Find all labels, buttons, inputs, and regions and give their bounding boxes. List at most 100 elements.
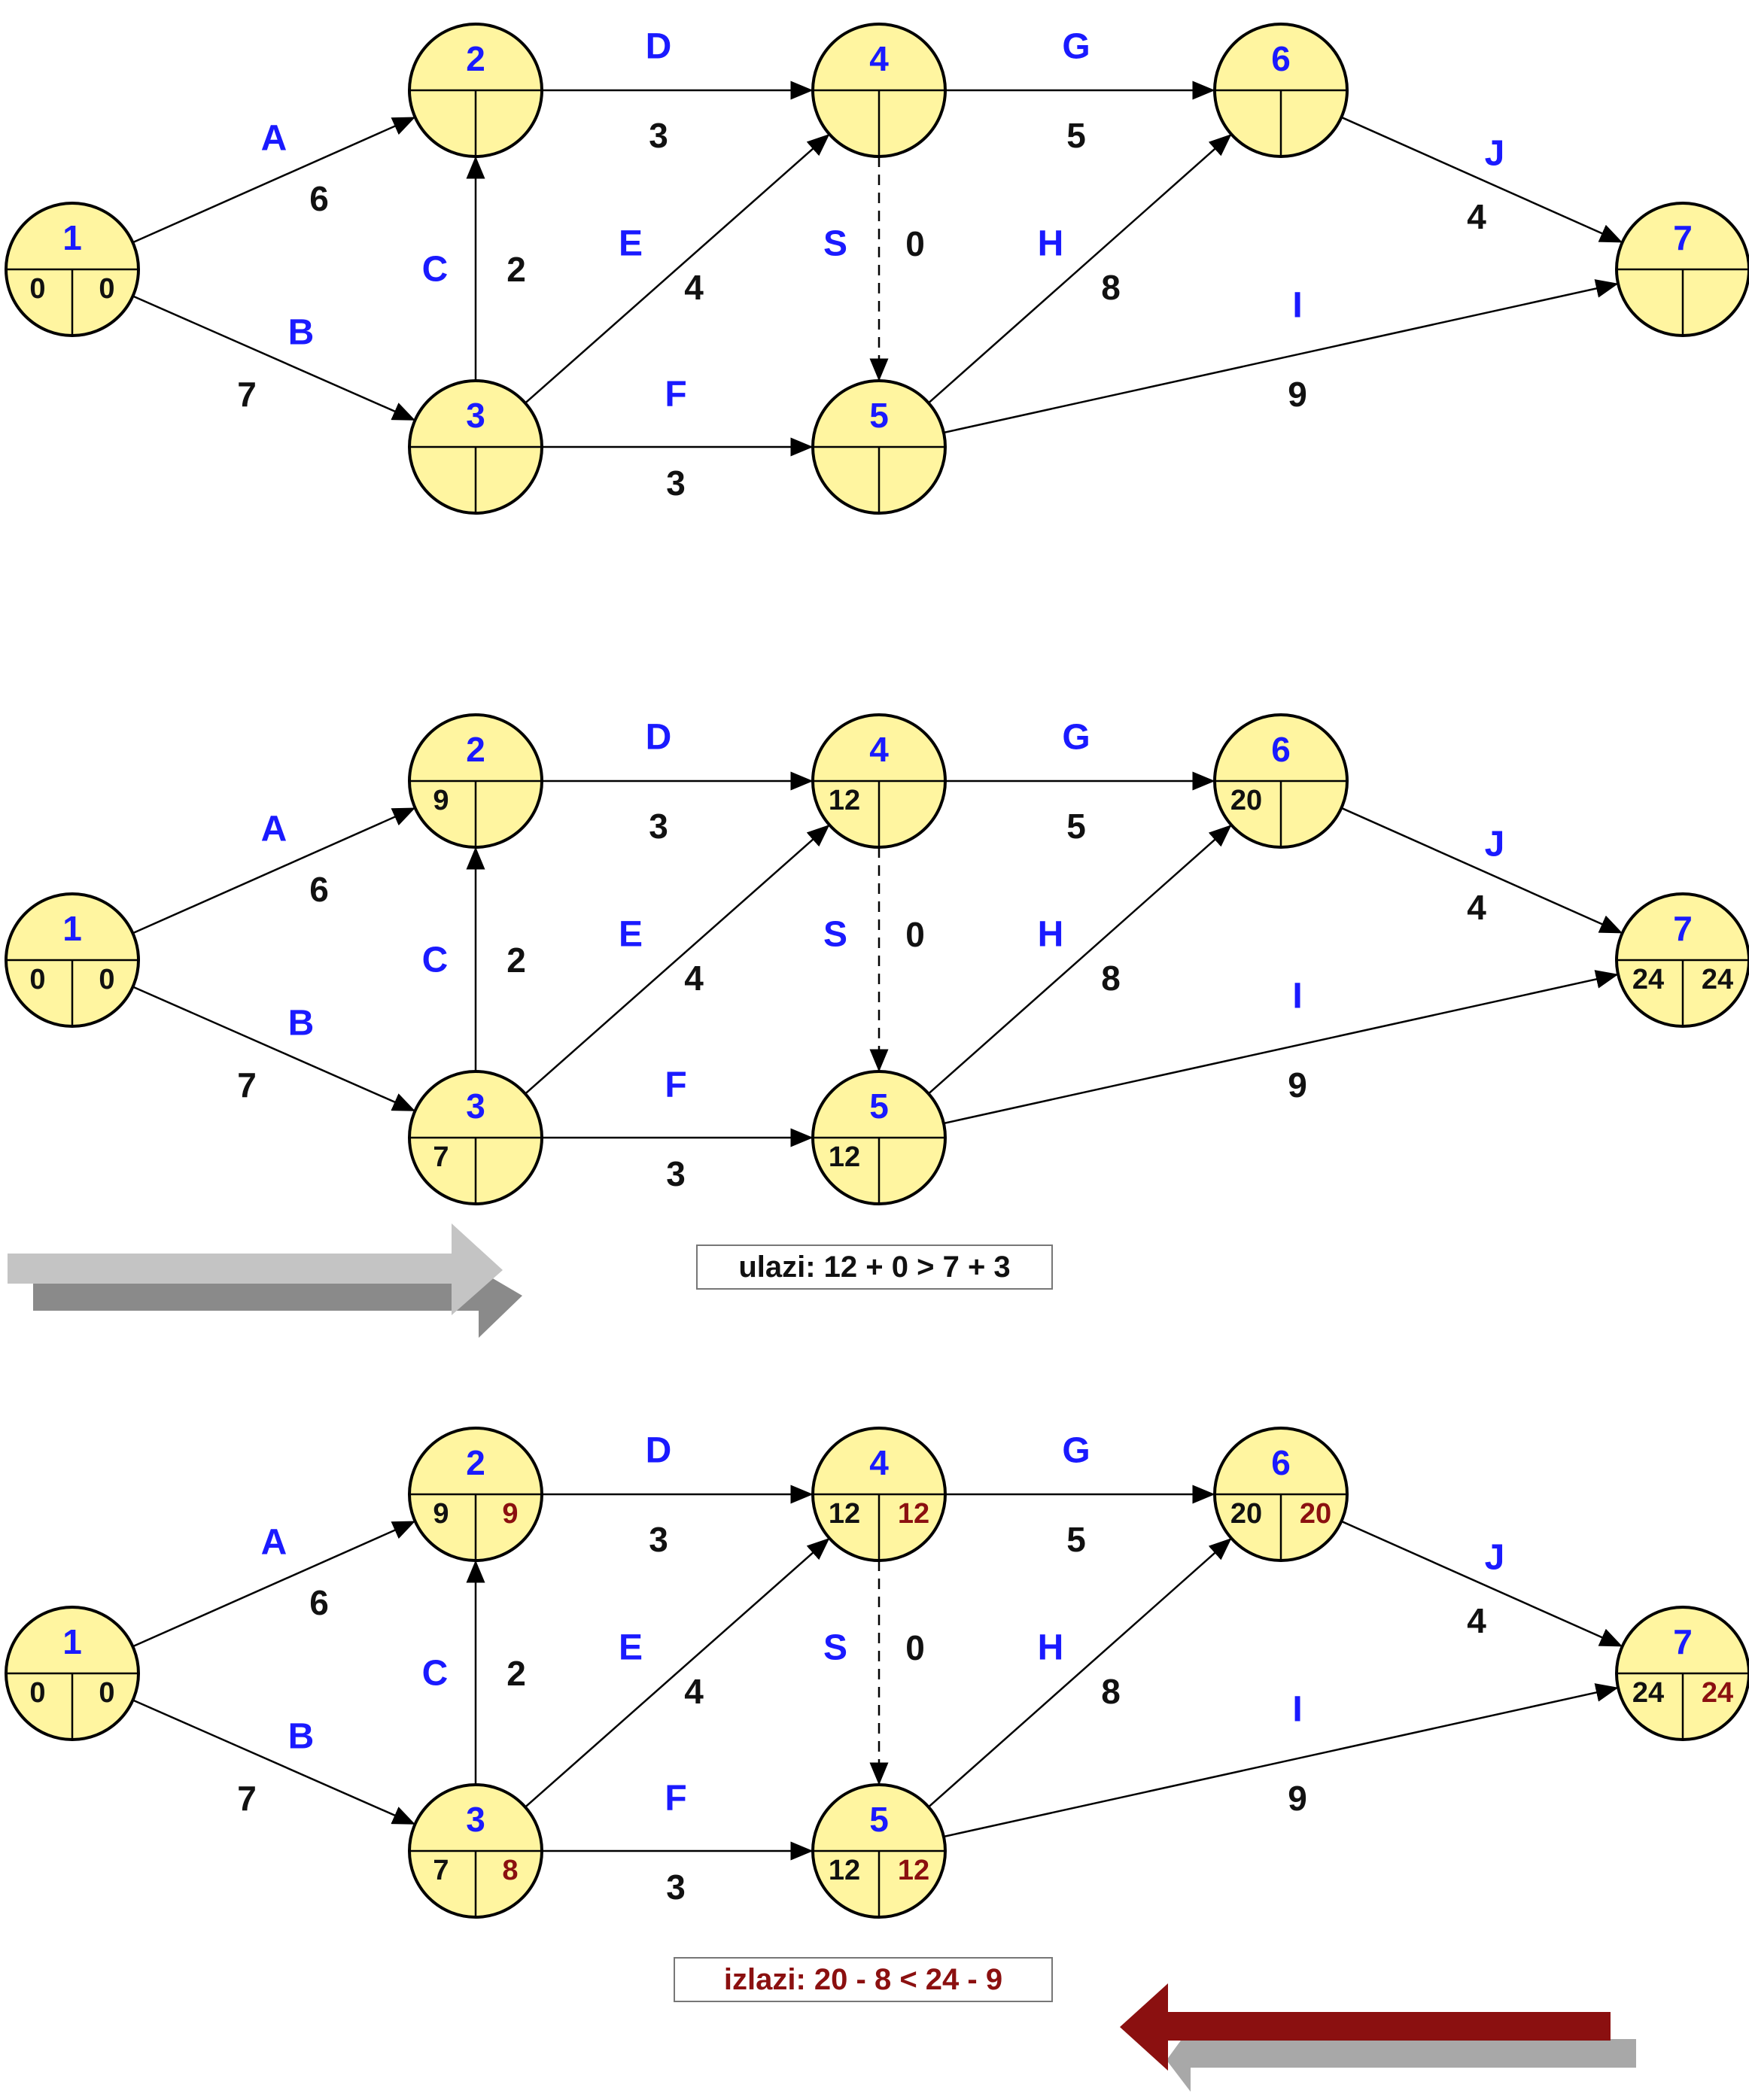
activity-J-label: J [1485,134,1505,174]
activity-C-duration: 2 [506,941,526,980]
activity-S-duration: 0 [905,1628,925,1667]
activity-C-duration: 2 [506,250,526,289]
event-node-2: 29 [408,713,543,849]
activity-G-duration: 5 [1066,116,1086,155]
event-late-time: 8 [502,1855,518,1886]
backward-arrow-shadow-bar [1191,2041,1636,2068]
event-early-time: 0 [29,1677,45,1709]
event-early-time: 12 [829,1498,860,1530]
event-node-number: 2 [466,39,485,78]
activity-A-duration: 6 [309,1583,329,1622]
activity-H-arrow [927,1538,1232,1808]
activity-D-duration: 3 [649,116,668,155]
event-late-time: 20 [1300,1498,1331,1530]
activity-D-duration: 3 [649,1520,668,1559]
forward-arrow-shadow [33,1270,522,1338]
event-early-time: 9 [433,1498,449,1530]
event-node-number: 6 [1271,730,1291,769]
activity-D-label: D [646,1431,672,1471]
event-node-4: 4 [811,23,947,158]
backward-pass-arrow-icon [1120,1983,1636,2092]
activity-B-label: B [288,313,315,353]
event-early-time: 12 [829,1855,860,1886]
event-late-time: 9 [502,1498,518,1530]
event-node-number: 6 [1271,39,1291,78]
event-node-number: 5 [869,1086,889,1126]
activity-B-arrow [132,1699,415,1825]
rule-note-box [696,1245,1053,1290]
activity-F-duration: 3 [666,1868,686,1907]
activity-I-duration: 9 [1288,1779,1307,1818]
activity-H-duration: 8 [1101,1672,1121,1711]
activity-B-arrow [132,986,415,1111]
activity-E-duration: 4 [684,268,704,307]
event-early-time: 0 [29,964,45,995]
event-node-number: 1 [62,218,82,257]
activity-I-duration: 9 [1288,1065,1307,1105]
activity-A-label: A [261,1523,287,1563]
activity-I-label: I [1292,1690,1302,1730]
event-node-6: 620 [1213,713,1349,849]
activity-J-label: J [1485,825,1505,865]
event-node-1: 10 0 [5,1606,140,1741]
event-late-time: 0 [99,964,114,995]
event-node-5: 5 [811,379,947,515]
activity-G-duration: 5 [1066,807,1086,846]
event-node-number: 4 [869,730,889,769]
activity-H-duration: 8 [1101,959,1121,998]
activity-A-duration: 6 [309,179,329,218]
activity-A-duration: 6 [309,870,329,909]
activity-S-label: S [823,915,847,955]
activity-E-label: E [619,915,643,955]
activity-B-duration: 7 [237,1065,257,1105]
activity-C-label: C [422,941,449,980]
activity-D-duration: 3 [649,807,668,846]
event-node-number: 3 [466,396,485,435]
event-early-time: 24 [1632,1677,1664,1709]
activity-F-label: F [665,375,686,415]
event-node-2: 2 [408,23,543,158]
activity-J-label: J [1485,1538,1505,1578]
activity-H-duration: 8 [1101,268,1121,307]
activity-F-duration: 3 [666,1154,686,1193]
activity-F-label: F [665,1065,686,1105]
activity-H-label: H [1038,1628,1064,1668]
event-early-time: 7 [433,1855,449,1886]
activity-E-label: E [619,224,643,264]
event-node-number: 1 [62,1622,82,1661]
activity-J-arrow [1340,807,1623,934]
activity-E-duration: 4 [684,1672,704,1711]
activity-C-duration: 2 [506,1654,526,1693]
activity-I-label: I [1292,286,1302,326]
event-node-number: 3 [466,1086,485,1126]
activity-A-label: A [261,810,287,849]
activity-J-duration: 4 [1467,888,1486,927]
event-node-number: 7 [1673,218,1693,257]
activity-S-duration: 0 [905,915,925,954]
event-late-time: 0 [99,1677,114,1709]
activity-E-label: E [619,1628,643,1668]
event-node-number: 2 [466,1443,485,1482]
activity-J-arrow [1340,116,1623,243]
activity-C-label: C [422,250,449,290]
event-node-number: 2 [466,730,485,769]
event-node-2: 29 9 [408,1427,543,1562]
event-node-number: 5 [869,396,889,435]
activity-H-label: H [1038,915,1064,955]
activity-B-duration: 7 [237,375,257,414]
event-node-number: 4 [869,1443,889,1482]
event-node-number: 7 [1673,1622,1693,1661]
activity-I-arrow [943,970,1619,1125]
activity-B-arrow [132,295,415,421]
activity-S-label: S [823,1628,847,1668]
activity-E-arrow [525,824,830,1095]
